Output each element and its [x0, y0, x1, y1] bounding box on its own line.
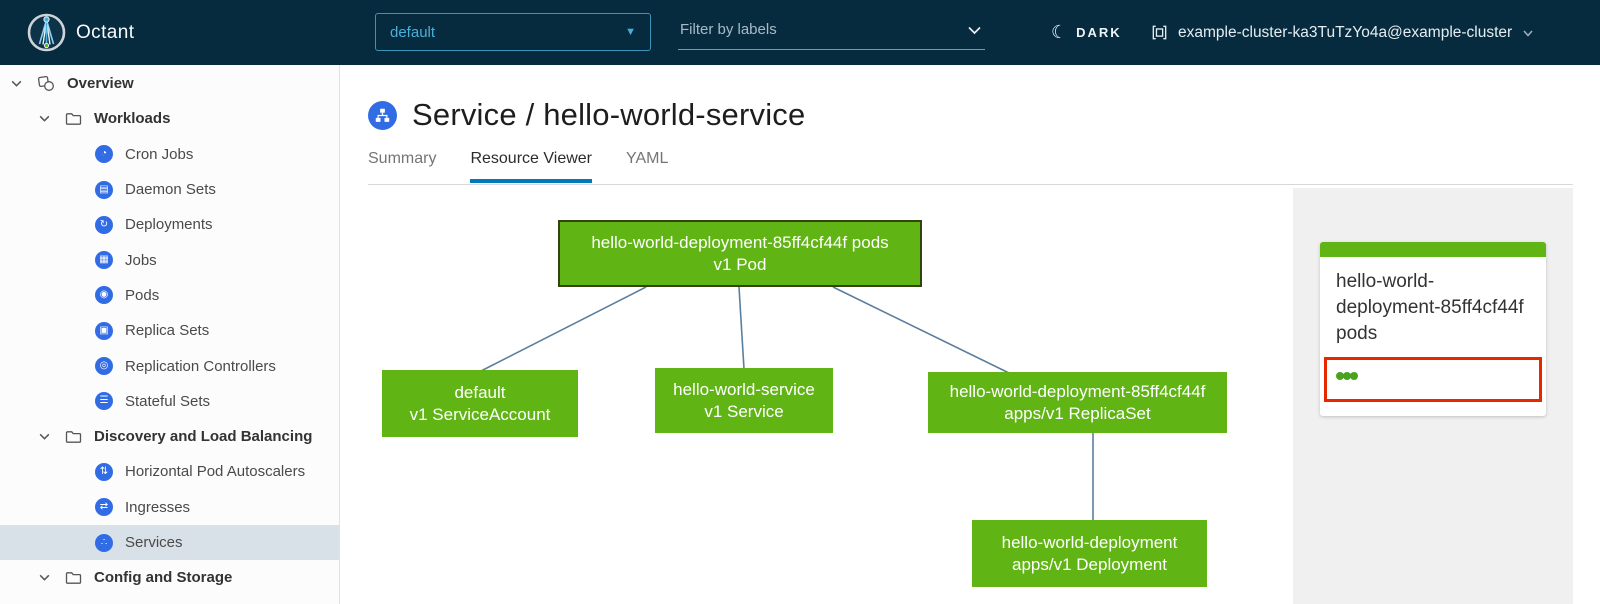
namespace-select-value: default: [390, 23, 436, 41]
sidebar-item-label: Horizontal Pod Autoscalers: [125, 463, 306, 481]
moon-icon: ☾: [1051, 21, 1068, 42]
sidebar-item-label: Pods: [125, 286, 160, 304]
chevron-down-icon[interactable]: [37, 430, 51, 443]
tab-resource-viewer[interactable]: Resource Viewer: [470, 150, 592, 183]
pod-status-dot[interactable]: [1343, 372, 1351, 380]
chevron-down-icon[interactable]: [968, 26, 981, 35]
hpa-icon: ⇅: [95, 462, 113, 481]
service-icon: [368, 100, 397, 130]
graph-node-kind: apps/v1 Deployment: [1012, 554, 1167, 574]
sidebar-item-replica-sets[interactable]: ▣ Replica Sets: [0, 313, 339, 348]
sidebar-item-cron-jobs[interactable]: ◔ Cron Jobs: [0, 137, 339, 172]
sidebar-item-jobs[interactable]: ▦ Jobs: [0, 242, 339, 277]
sidebar-item-label: Jobs: [125, 251, 157, 269]
pod-status-dot[interactable]: [1336, 372, 1344, 380]
graph-node-kind: apps/v1 ReplicaSet: [1004, 403, 1151, 423]
tab-bar: Summary Resource Viewer YAML: [368, 150, 668, 183]
chevron-down-icon: [1523, 30, 1533, 37]
daemonset-icon: ▤: [95, 180, 113, 199]
sidebar-item-label: Deployments: [125, 216, 213, 234]
chevron-down-icon[interactable]: [37, 112, 51, 125]
detail-card: hello-world-deployment-85ff4cf44f pods: [1320, 242, 1546, 416]
main-content: Service / hello-world-service Summary Res…: [340, 65, 1600, 604]
app-title: Octant: [76, 21, 135, 43]
replicaset-icon: ▣: [95, 321, 113, 340]
detail-card-status-bar: [1320, 242, 1546, 257]
sidebar-item-label: Overview: [67, 75, 134, 93]
graph-node-kind: v1 Service: [704, 401, 784, 421]
sidebar-item-label: Daemon Sets: [125, 181, 216, 199]
page-title: Service / hello-world-service: [412, 97, 806, 132]
tab-divider: [368, 184, 1573, 185]
tab-summary[interactable]: Summary: [368, 150, 437, 167]
graph-node-name: hello-world-deployment-85ff4cf44f pods: [591, 232, 889, 252]
sidebar-item-ingresses[interactable]: ⇄ Ingresses: [0, 490, 339, 525]
namespace-select[interactable]: default ▼: [375, 13, 651, 51]
sidebar-item-label: Config and Storage: [94, 569, 233, 587]
sidebar-item-discovery-and-load-balancing[interactable]: Discovery and Load Balancing: [0, 419, 339, 454]
tab-yaml[interactable]: YAML: [626, 150, 669, 167]
sidebar-item-label: Discovery and Load Balancing: [94, 428, 313, 446]
folder-icon: [65, 570, 82, 585]
job-icon: ▦: [95, 251, 113, 270]
deployment-icon: ↻: [95, 215, 113, 234]
octant-logo-icon: [27, 13, 66, 52]
sidebar-nav: Overview Workloads ◔ Cron Jobs ▤ Daemon …: [0, 65, 340, 604]
app-header: Octant default ▼ ☾ DARK example-cluster-…: [0, 0, 1600, 65]
graph-node-hello-world-deployment-85ff4cf44f-pods[interactable]: hello-world-deployment-85ff4cf44f pods v…: [558, 220, 922, 287]
overview-icon: [37, 75, 55, 92]
sidebar-item-deployments[interactable]: ↻ Deployments: [0, 207, 339, 242]
cluster-context-switcher[interactable]: example-cluster-ka3TuTzYo4a@example-clus…: [1150, 0, 1533, 65]
folder-icon: [65, 429, 82, 444]
cluster-context-label: example-cluster-ka3TuTzYo4a@example-clus…: [1178, 23, 1513, 41]
graph-node-kind: v1 Pod: [713, 254, 767, 274]
service-icon: ∴: [95, 533, 113, 552]
theme-toggle-button[interactable]: ☾ DARK: [1051, 0, 1122, 65]
sidebar-item-label: Services: [125, 534, 183, 551]
theme-toggle-label: DARK: [1076, 25, 1122, 40]
sidebar-item-label: Cron Jobs: [125, 145, 194, 163]
graph-node-kind: v1 ServiceAccount: [409, 404, 551, 424]
cronjob-icon: ◔: [95, 145, 113, 164]
cluster-icon: [1152, 25, 1167, 40]
replication-controller-icon: ◎: [95, 357, 113, 376]
page-header: Service / hello-world-service: [368, 97, 805, 133]
chevron-down-icon[interactable]: [37, 571, 51, 584]
sidebar-item-overview[interactable]: Overview: [0, 66, 339, 101]
sidebar-item-pods[interactable]: ◉ Pods: [0, 278, 339, 313]
ingress-icon: ⇄: [95, 498, 113, 517]
label-filter: [678, 18, 985, 50]
sidebar-item-horizontal-pod-autoscalers[interactable]: ⇅ Horizontal Pod Autoscalers: [0, 454, 339, 489]
sidebar-item-stateful-sets[interactable]: ☰ Stateful Sets: [0, 384, 339, 419]
graph-node-default[interactable]: default v1 ServiceAccount: [382, 370, 578, 437]
pod-status-box[interactable]: [1324, 357, 1542, 402]
sidebar-item-services[interactable]: ∴ Services: [0, 524, 339, 561]
graph-node-hello-world-deployment-85ff4cf44f[interactable]: hello-world-deployment-85ff4cf44f apps/v…: [928, 372, 1227, 433]
sidebar-item-daemon-sets[interactable]: ▤ Daemon Sets: [0, 172, 339, 207]
sidebar-item-label: Stateful Sets: [125, 392, 211, 410]
sidebar-item-label: Ingresses: [125, 498, 191, 516]
graph-node-name: hello-world-service: [673, 379, 815, 399]
pod-icon: ◉: [95, 286, 113, 305]
caret-down-icon: ▼: [625, 26, 636, 38]
chevron-down-icon[interactable]: [9, 77, 23, 90]
graph-node-name: hello-world-deployment: [1001, 532, 1178, 552]
sidebar-item-workloads[interactable]: Workloads: [0, 101, 339, 136]
sidebar-item-config-and-storage[interactable]: Config and Storage: [0, 560, 339, 595]
detail-panel: hello-world-deployment-85ff4cf44f pods: [1293, 188, 1573, 604]
label-filter-input[interactable]: [678, 18, 968, 38]
detail-card-title: hello-world-deployment-85ff4cf44f pods: [1336, 271, 1524, 344]
folder-icon: [65, 111, 82, 126]
statefulset-icon: ☰: [95, 392, 113, 411]
sidebar-item-label: Replica Sets: [125, 322, 210, 340]
sidebar-item-label: Workloads: [94, 110, 171, 128]
pod-status-dot[interactable]: [1350, 372, 1358, 380]
graph-node-name: hello-world-deployment-85ff4cf44f: [949, 381, 1206, 401]
graph-node-name: default: [454, 382, 506, 402]
graph-node-hello-world-service[interactable]: hello-world-service v1 Service: [655, 368, 833, 433]
sidebar-item-label: Replication Controllers: [125, 357, 276, 375]
graph-node-hello-world-deployment[interactable]: hello-world-deployment apps/v1 Deploymen…: [972, 520, 1207, 587]
sidebar-item-replication-controllers[interactable]: ◎ Replication Controllers: [0, 348, 339, 383]
